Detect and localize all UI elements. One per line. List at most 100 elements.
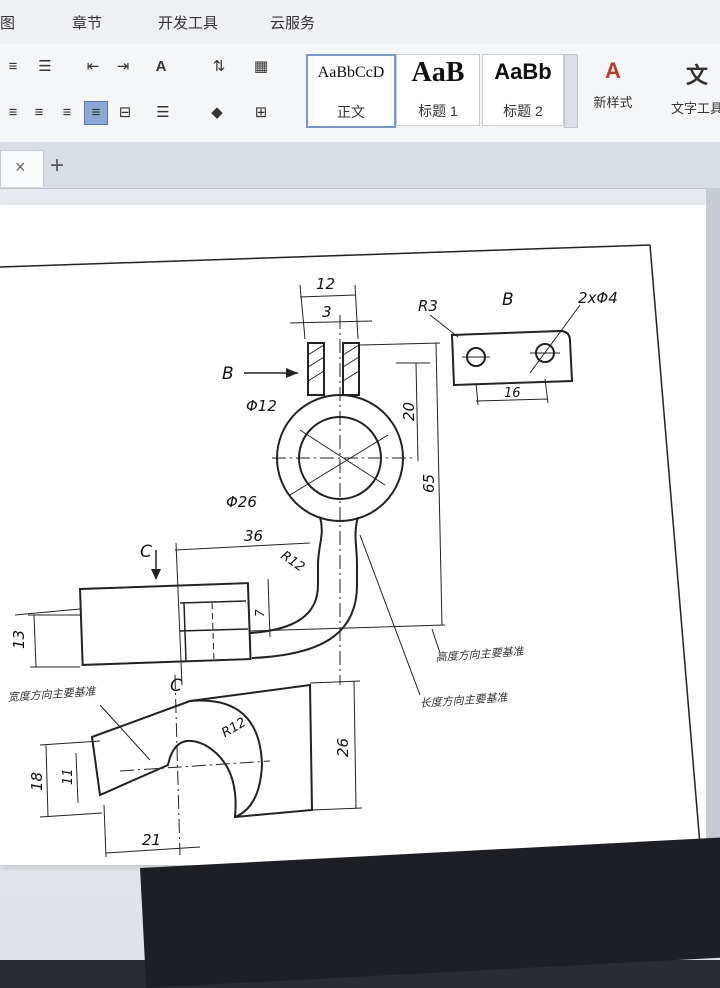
dim-line-13 [33, 614, 37, 668]
ext-line [359, 342, 441, 346]
numbered-list-icon[interactable]: ☰ [38, 58, 52, 75]
base-inner-line [179, 628, 249, 632]
sort-icon[interactable]: ⇅ [212, 58, 226, 75]
line-spacing-icon[interactable]: ☰ [156, 104, 170, 121]
base-block [78, 582, 252, 666]
dim-text: 36 [244, 527, 263, 545]
engineering-drawing: 12 3 B B R3 2xΦ4 16 Φ12 Φ26 20 65 36 R12… [0, 244, 701, 858]
style-normal[interactable]: AaBbCcD 正文 [306, 54, 396, 128]
text-tool-icon: 文 [685, 63, 708, 88]
view-b-plate [450, 329, 574, 387]
length-datum-note: 长度方向主要基准 [419, 691, 510, 710]
style-heading-1[interactable]: AaB 标题 1 [396, 54, 480, 126]
dim-line-12 [299, 294, 356, 298]
add-tab-icon[interactable]: + [50, 152, 65, 179]
dim-text: 7 [253, 609, 267, 617]
dim-text: R12 [278, 548, 308, 575]
new-style-label: 新样式 [593, 95, 633, 110]
neck-left-wall [307, 342, 325, 396]
vertical-scrollbar[interactable] [706, 188, 720, 868]
align-center-icon[interactable]: ≡ [34, 104, 44, 121]
shading-icon[interactable]: ◆ [211, 104, 223, 121]
text-tool-button[interactable]: 文 文字工具 [662, 58, 720, 117]
dim-line-65 [435, 342, 443, 626]
ext-line [39, 812, 103, 818]
dim-text: 13 [10, 630, 28, 649]
close-icon[interactable]: × [15, 157, 26, 177]
text-tool-label: 文字工具 [670, 101, 720, 116]
arrow-head [151, 569, 161, 580]
dim-text: 20 [400, 402, 418, 421]
align-justify-icon[interactable]: ≡ [84, 101, 108, 125]
hatch-line [307, 344, 325, 356]
ext-line [249, 624, 446, 632]
section-centerline [119, 760, 271, 772]
dim-text: 21 [142, 831, 161, 849]
increase-indent-icon[interactable]: ⇥ [116, 58, 130, 75]
dim-text: 26 [334, 738, 352, 757]
hidden-line [211, 602, 215, 662]
height-datum-note: 高度方向主要基准 [435, 645, 526, 664]
dim-text: 11 [61, 768, 76, 785]
align-left-icon[interactable]: ≡ [8, 104, 18, 121]
ext-line [309, 680, 361, 684]
hatch-line [342, 370, 360, 382]
leader-line [431, 628, 441, 654]
menu-item-picture[interactable]: 图 [0, 15, 16, 32]
dim-line-21 [105, 846, 201, 854]
width-datum-note: 宽度方向主要基准 [7, 685, 98, 704]
style-gallery-scroll[interactable] [564, 54, 578, 128]
menu-item-cloud[interactable]: 云服务 [270, 15, 316, 32]
dim-text: R12 [219, 715, 249, 741]
font-effect-icon[interactable]: A [155, 58, 167, 75]
ext-line [175, 542, 183, 686]
dim-line-26 [353, 680, 357, 809]
style-heading-2[interactable]: AaBb 标题 2 [482, 54, 564, 126]
base-inner-line [179, 600, 247, 604]
dim-text: 3 [322, 303, 332, 321]
dim-line-18 [45, 744, 49, 818]
bullet-list-icon[interactable]: ≡ [8, 58, 18, 75]
ribbon-toolbar: ≡ ☰ ⇤ ⇥ A ⇅ ▦ ≡ ≡ ≡ ≡ ⊟ ☰ ◆ ⊞ AaBbCcD 正文… [0, 44, 720, 143]
dim-text: 18 [28, 772, 46, 791]
style-heading-2-name: 标题 2 [503, 103, 543, 119]
arm-outer-curve [251, 516, 359, 659]
document-tab[interactable]: × [0, 150, 44, 187]
ext-line [354, 284, 359, 340]
table-icon[interactable]: ▦ [253, 58, 269, 75]
distribute-icon[interactable]: ⊟ [118, 104, 132, 121]
arrow-head [286, 368, 298, 378]
ext-line [39, 740, 101, 746]
frame-right-line [649, 244, 701, 846]
align-right-icon[interactable]: ≡ [62, 104, 72, 121]
frame-top-line [0, 244, 651, 268]
document-page[interactable]: 12 3 B B R3 2xΦ4 16 Φ12 Φ26 20 65 36 R12… [0, 205, 706, 865]
document-tab-bar: × + [0, 142, 720, 189]
hatch-line [307, 356, 325, 368]
leader-line [359, 534, 421, 696]
dim-text: 65 [420, 474, 438, 493]
menu-item-chapter[interactable]: 章节 [72, 15, 103, 32]
dim-line-11 [75, 752, 79, 804]
style-heading-1-name: 标题 1 [418, 103, 458, 119]
style-normal-sample: AaBbCcD [317, 64, 385, 81]
dim-text: 16 [504, 386, 521, 401]
view-b-title: B [502, 290, 514, 310]
diameter-leader [289, 434, 389, 496]
view-b-label: B [222, 364, 234, 384]
border-icon[interactable]: ⊞ [254, 104, 268, 121]
leader-line [529, 304, 581, 374]
ext-line [14, 608, 81, 616]
dim-text: Φ26 [226, 493, 257, 511]
diameter-leader [299, 429, 386, 486]
new-style-button[interactable]: A 新样式 [582, 58, 644, 111]
menu-item-dev-tools[interactable]: 开发工具 [158, 15, 219, 32]
style-normal-name: 正文 [337, 104, 365, 120]
ext-line [311, 807, 363, 811]
hatch-line [307, 370, 325, 382]
dim-text: Φ12 [246, 397, 277, 415]
section-c-outline [90, 683, 314, 819]
decrease-indent-icon[interactable]: ⇤ [86, 58, 100, 75]
arm-inner-curve [249, 516, 323, 634]
ext-line [103, 804, 107, 858]
